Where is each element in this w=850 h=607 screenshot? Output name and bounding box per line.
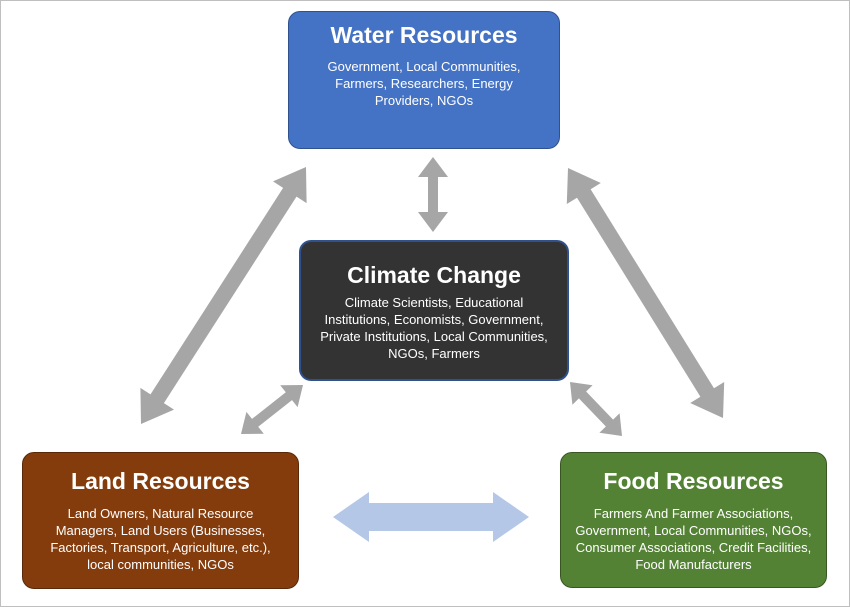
arrow-land-food (333, 492, 529, 542)
climate-change-node: Climate Change Climate Scientists, Educa… (299, 240, 569, 381)
water-resources-title: Water Resources (330, 22, 518, 48)
land-resources-stakeholders: Land Owners, Natural Resource Managers, … (50, 506, 271, 572)
climate-change-stakeholders: Climate Scientists, Educational Institut… (320, 295, 548, 361)
food-resources-node: Food Resources Farmers And Farmer Associ… (560, 452, 827, 588)
land-resources-node: Land Resources Land Owners, Natural Reso… (22, 452, 299, 589)
water-resources-node: Water Resources Government, Local Commun… (288, 11, 560, 149)
food-resources-title: Food Resources (603, 468, 784, 494)
arrow-water-food (566, 168, 725, 418)
arrow-water-climate (418, 157, 448, 232)
arrow-climate-food (570, 382, 622, 436)
arrow-climate-land (241, 385, 303, 434)
arrow-water-land (140, 167, 307, 424)
land-resources-title: Land Resources (71, 468, 250, 494)
climate-change-title: Climate Change (347, 262, 521, 288)
food-resources-stakeholders: Farmers And Farmer Associations, Governm… (575, 506, 812, 572)
water-resources-stakeholders: Government, Local Communities, Farmers, … (327, 59, 521, 108)
